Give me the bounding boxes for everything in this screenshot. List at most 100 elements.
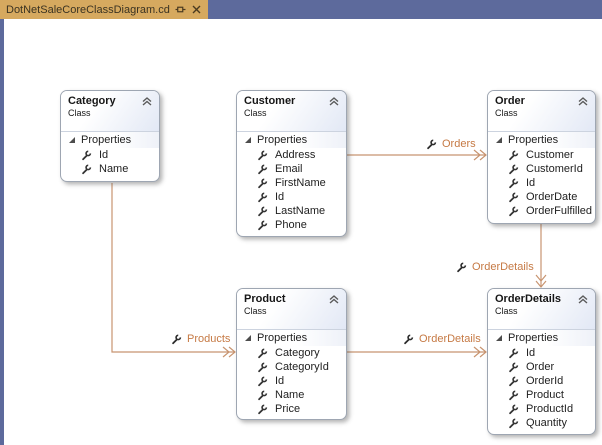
expander-triangle-icon[interactable]: [245, 137, 251, 143]
property-name: Customer: [526, 149, 574, 161]
property-name: Email: [275, 163, 303, 175]
class-box-customer[interactable]: Customer Class Properties Addre: [236, 90, 347, 237]
expander-triangle-icon[interactable]: [69, 137, 75, 143]
wrench-icon: [257, 163, 269, 175]
property-name: OrderId: [526, 375, 564, 387]
property-row[interactable]: Product: [488, 388, 595, 402]
class-header[interactable]: Order Class: [488, 91, 595, 131]
close-icon[interactable]: [191, 4, 202, 15]
class-box-category[interactable]: Category Class Properties Id: [60, 90, 160, 182]
property-row[interactable]: LastName: [237, 204, 346, 218]
property-row[interactable]: Id: [488, 346, 595, 360]
class-box-product[interactable]: Product Class Properties Catego: [236, 288, 347, 420]
wrench-icon: [257, 205, 269, 217]
wrench-icon: [508, 417, 520, 429]
wrench-icon: [257, 361, 269, 373]
properties-section-label: Properties: [508, 134, 559, 146]
collapse-chevron-icon[interactable]: [578, 97, 588, 106]
property-name: Name: [275, 389, 305, 401]
property-name: Category: [275, 347, 320, 359]
class-title: Category: [68, 95, 116, 107]
properties-section-header[interactable]: Properties: [237, 132, 346, 148]
wrench-icon: [426, 138, 438, 150]
class-kind: Class: [495, 306, 518, 316]
property-list: Id Order OrderId: [488, 346, 595, 430]
expander-triangle-icon[interactable]: [245, 335, 251, 341]
property-name: Price: [275, 403, 301, 415]
compartment-divider: [237, 131, 346, 132]
property-row[interactable]: Quantity: [488, 416, 595, 430]
property-row[interactable]: Address: [237, 148, 346, 162]
wrench-icon: [508, 403, 520, 415]
class-header[interactable]: Category Class: [61, 91, 159, 131]
expander-triangle-icon[interactable]: [496, 137, 502, 143]
expander-triangle-icon[interactable]: [496, 335, 502, 341]
wrench-icon: [171, 333, 183, 345]
pin-icon[interactable]: [175, 4, 186, 15]
class-kind: Class: [68, 108, 91, 118]
property-name: Id: [275, 191, 285, 203]
association-label-orders[interactable]: Orders: [426, 138, 476, 150]
collapse-chevron-icon[interactable]: [578, 295, 588, 304]
collapse-chevron-icon[interactable]: [329, 295, 339, 304]
property-row[interactable]: OrderId: [488, 374, 595, 388]
property-row[interactable]: Id: [61, 148, 159, 162]
wrench-icon: [508, 191, 520, 203]
property-name: Phone: [275, 219, 307, 231]
property-name: Product: [526, 389, 564, 401]
properties-section-label: Properties: [81, 134, 132, 146]
wrench-icon: [257, 219, 269, 231]
collapse-chevron-icon[interactable]: [329, 97, 339, 106]
collapse-chevron-icon[interactable]: [142, 97, 152, 106]
property-name: OrderDate: [526, 191, 578, 203]
property-row[interactable]: Id: [237, 374, 346, 388]
property-row[interactable]: Id: [237, 190, 346, 204]
property-row[interactable]: Category: [237, 346, 346, 360]
properties-section-header[interactable]: Properties: [61, 132, 159, 148]
property-row[interactable]: Customer: [488, 148, 595, 162]
property-list: Customer CustomerId Id: [488, 148, 595, 218]
wrench-icon: [257, 347, 269, 359]
properties-section-header[interactable]: Properties: [488, 132, 595, 148]
association-label-orderdetails-1[interactable]: OrderDetails: [456, 261, 534, 273]
properties-section-header[interactable]: Properties: [488, 330, 595, 346]
class-header[interactable]: OrderDetails Class: [488, 289, 595, 329]
properties-section-header[interactable]: Properties: [237, 330, 346, 346]
wrench-icon: [508, 205, 520, 217]
association-label-products[interactable]: Products: [171, 333, 230, 345]
class-kind: Class: [244, 306, 267, 316]
property-row[interactable]: Id: [488, 176, 595, 190]
association-label-text: OrderDetails: [419, 333, 481, 345]
class-header[interactable]: Customer Class: [237, 91, 346, 131]
association-label-orderdetails-2[interactable]: OrderDetails: [403, 333, 481, 345]
property-row[interactable]: Order: [488, 360, 595, 374]
property-row[interactable]: ProductId: [488, 402, 595, 416]
tab-dotnetsalecoreclassdiagram[interactable]: DotNetSaleCoreClassDiagram.cd: [0, 0, 208, 19]
property-row[interactable]: Name: [237, 388, 346, 402]
class-header[interactable]: Product Class: [237, 289, 346, 329]
property-row[interactable]: FirstName: [237, 176, 346, 190]
property-name: Name: [99, 163, 129, 175]
compartment-divider: [237, 329, 346, 330]
property-row[interactable]: Name: [61, 162, 159, 176]
window-left-edge: [0, 19, 4, 445]
document-tab-bar: DotNetSaleCoreClassDiagram.cd: [0, 0, 602, 19]
property-row[interactable]: OrderDate: [488, 190, 595, 204]
wrench-icon: [81, 149, 93, 161]
property-row[interactable]: Email: [237, 162, 346, 176]
class-kind: Class: [495, 108, 518, 118]
wrench-icon: [456, 261, 468, 273]
property-name: Id: [99, 149, 109, 161]
property-row[interactable]: CategoryId: [237, 360, 346, 374]
class-box-orderdetails[interactable]: OrderDetails Class Properties I: [487, 288, 596, 435]
class-box-order[interactable]: Order Class Properties Customer: [487, 90, 596, 224]
property-row[interactable]: CustomerId: [488, 162, 595, 176]
property-row[interactable]: Phone: [237, 218, 346, 232]
property-row[interactable]: OrderFulfilled: [488, 204, 595, 218]
property-name: CategoryId: [275, 361, 329, 373]
wrench-icon: [257, 403, 269, 415]
wrench-icon: [81, 163, 93, 175]
property-row[interactable]: Price: [237, 402, 346, 416]
property-name: Order: [526, 361, 555, 373]
